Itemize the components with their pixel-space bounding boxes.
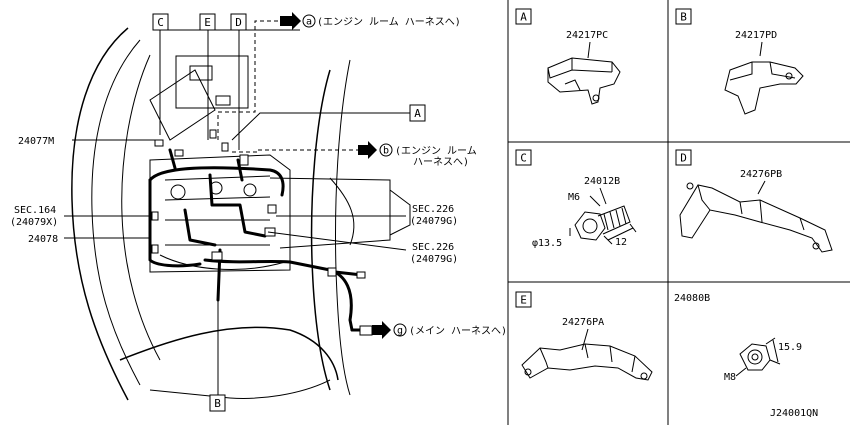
connector-a-label: a (エンジン ルーム ハーネスへ) [302,14,461,28]
svg-text:ハーネスへ): ハーネスへ) [413,156,469,168]
detail-panel-f: 24080B 15.9 M8 [674,293,802,383]
label-sec164: SEC.164 [14,205,56,216]
detail-panel-a: A 24217PC [515,8,621,105]
svg-text:g: g [397,326,403,337]
connector-b-label: b (エンジン ルーム ハーネスへ) [379,143,477,168]
callout-a: A [409,104,426,122]
part-24276pb: 24276PB [740,169,782,180]
leader-lines [64,20,410,395]
svg-text:(メイン ハーネスへ): (メイン ハーネスへ) [409,325,507,337]
detail-panel-d: D 24276PB [675,149,833,253]
callout-c: C [152,13,169,31]
label-sec226a-sub: (24079G) [410,216,458,227]
label-sec164-sub: (24079X) [10,217,58,228]
diagram-id: J24001QN [770,408,818,419]
arrow-b-icon [358,141,377,159]
circle-b-icon [379,143,393,157]
svg-text:A: A [520,11,527,24]
svg-text:B: B [680,11,687,24]
connector-g-label: g (メイン ハーネスへ) [393,323,507,337]
label-sec226b: SEC.226 [412,242,454,253]
label-sec226b-sub: (24079G) [410,254,458,265]
nut-dimension: 15.9 [778,342,802,353]
svg-text:a: a [306,17,312,28]
callout-d: D [230,13,247,31]
svg-text:E: E [520,294,527,307]
callout-b: B [209,394,226,412]
label-24078: 24078 [28,234,58,245]
svg-text:C: C [157,16,164,29]
label-sec226a: SEC.226 [412,204,454,215]
svg-text:b: b [383,146,389,157]
part-24012b: 24012B [584,176,620,187]
detail-panel-c: C 24012B M6 12 φ13.5 [515,149,637,249]
bolt-m6: M6 [568,192,580,203]
arrow-g-icon [372,321,391,339]
vehicle-outline [71,27,411,401]
part-24080b: 24080B [674,293,710,304]
svg-text:D: D [680,152,687,165]
svg-text:D: D [235,16,242,29]
bolt-length: 12 [615,237,627,248]
svg-text:C: C [520,152,527,165]
detail-grid [507,0,850,425]
circle-g-icon [393,323,407,337]
detail-panel-e: E 24276PA [515,291,653,381]
part-24217pd: 24217PD [735,30,777,41]
bolt-diameter: φ13.5 [532,238,562,249]
svg-text:B: B [214,397,221,410]
callout-e: E [199,13,216,31]
arrow-a-icon [280,12,301,30]
detail-panel-b: B 24217PD [675,8,804,115]
circle-a-icon [302,14,316,28]
svg-text:(エンジン ルーム: (エンジン ルーム [395,145,477,157]
svg-text:E: E [204,16,211,29]
connector-arrows [280,12,391,339]
part-24276pa: 24276PA [562,317,604,328]
svg-text:(エンジン ルーム ハーネスへ): (エンジン ルーム ハーネスへ) [317,16,461,28]
nut-m8: M8 [724,372,736,383]
label-24077m: 24077M [18,136,54,147]
harness-connectors [151,129,373,336]
part-24217pc: 24217PC [566,30,608,41]
svg-text:A: A [414,107,421,120]
